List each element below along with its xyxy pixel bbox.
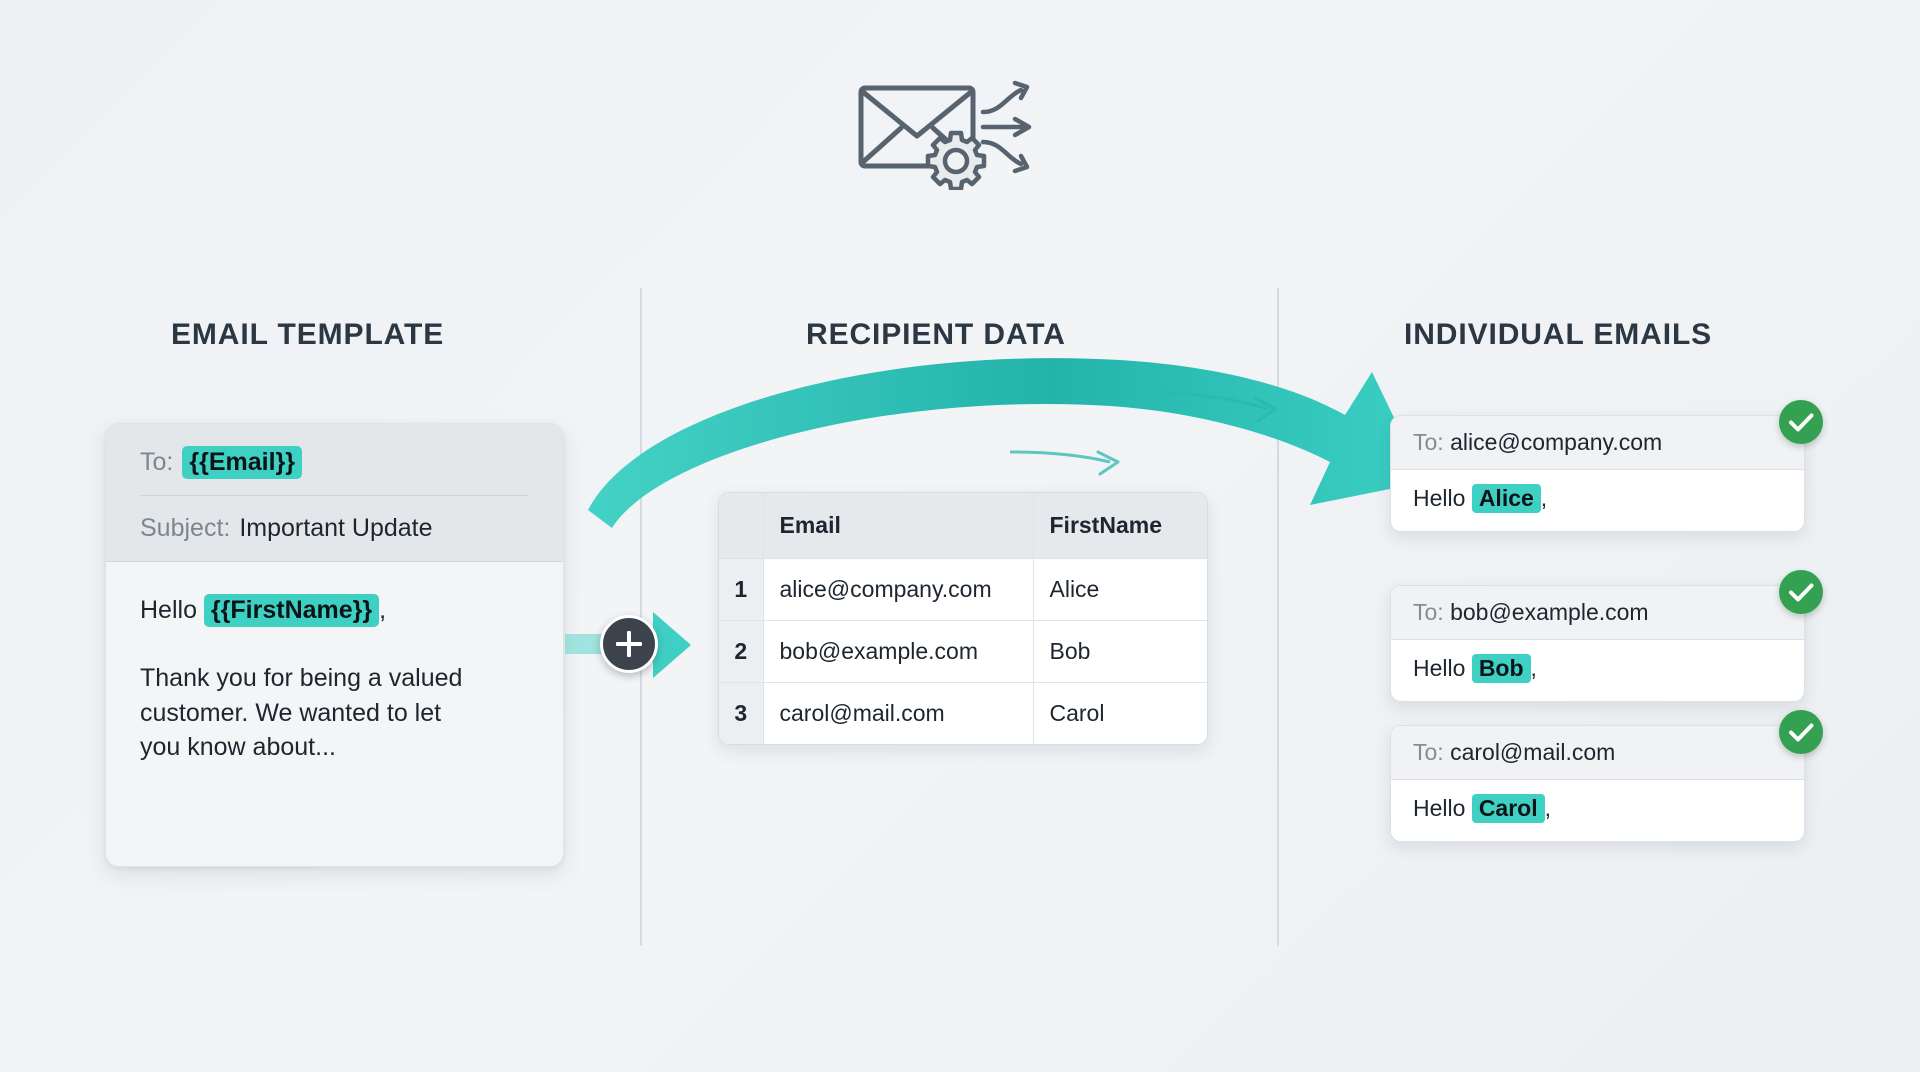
email-card-to-value: carol@mail.com: [1450, 739, 1616, 765]
table-row[interactable]: 3 carol@mail.com Carol: [719, 682, 1207, 744]
email-card-greeting-prefix: Hello: [1413, 655, 1466, 681]
plus-icon[interactable]: [600, 615, 658, 673]
merge-tag-email: {{Email}}: [182, 446, 302, 479]
email-card-greeting-suffix: ,: [1540, 485, 1548, 511]
merge-tag-firstname: {{FirstName}}: [203, 594, 380, 627]
column-divider-right: [1277, 288, 1279, 946]
email-card-body: Hello Bob,: [1391, 640, 1804, 701]
template-paragraph: Thank you for being a valued customer. W…: [140, 664, 463, 761]
email-card-to-value: alice@company.com: [1450, 429, 1663, 455]
email-card-greeting-prefix: Hello: [1413, 795, 1466, 821]
email-card-to-label: To:: [1413, 429, 1444, 455]
column-header-email: Email: [763, 493, 1034, 559]
column-header-rownum: [719, 493, 764, 559]
cell-email: carol@mail.com: [763, 682, 1034, 744]
template-greeting-line: Hello {{FirstName}},: [140, 594, 529, 627]
cell-firstname: Bob: [1033, 620, 1207, 683]
email-card-name: Bob: [1471, 654, 1531, 683]
envelope-gear-distribute-icon: [855, 70, 1065, 192]
cell-firstname: Alice: [1033, 558, 1207, 621]
individual-email-card[interactable]: To: alice@company.com Hello Alice,: [1390, 415, 1805, 532]
page-heading-email-template: EMAIL TEMPLATE: [171, 318, 445, 351]
template-subject-label: Subject:: [140, 514, 231, 542]
template-greeting-prefix: Hello: [140, 596, 197, 624]
template-subject-row: Subject: Important Update: [140, 496, 529, 543]
cell-email: bob@example.com: [763, 620, 1034, 683]
template-to-row: To: {{Email}}: [140, 446, 529, 496]
email-card-greeting-prefix: Hello: [1413, 485, 1466, 511]
email-template-header: To: {{Email}} Subject: Important Update: [106, 424, 563, 562]
template-greeting-suffix: ,: [379, 596, 387, 624]
table-row[interactable]: 2 bob@example.com Bob: [719, 620, 1207, 683]
merge-connector: [565, 600, 705, 690]
cell-firstname: Carol: [1049, 700, 1105, 726]
recipient-data-table[interactable]: Email FirstName 1 alice@company.com Alic…: [718, 492, 1208, 745]
row-number: 2: [719, 620, 764, 683]
email-template-card[interactable]: To: {{Email}} Subject: Important Update …: [105, 423, 564, 867]
email-card-to-value: bob@example.com: [1450, 599, 1649, 625]
template-to-label: To:: [140, 448, 174, 476]
check-circle-icon: [1779, 400, 1823, 444]
row-number: 3: [719, 682, 764, 744]
email-card-to-label: To:: [1413, 599, 1444, 625]
email-card-body: Hello Alice,: [1391, 470, 1804, 531]
column-header-firstname: FirstName: [1033, 493, 1207, 559]
table-header-row: Email FirstName: [719, 493, 1207, 559]
email-card-body: Hello Carol,: [1391, 780, 1804, 841]
email-card-greeting-suffix: ,: [1530, 655, 1537, 681]
cell-email: alice@company.com: [763, 558, 1034, 621]
email-card-greeting-suffix: ,: [1544, 795, 1551, 821]
email-card-to-row: To: alice@company.com: [1391, 416, 1804, 470]
individual-email-card[interactable]: To: carol@mail.com Hello Carol,: [1390, 725, 1805, 842]
email-card-name: Carol: [1471, 794, 1545, 823]
table-row[interactable]: 1 alice@company.com Alice: [719, 558, 1207, 621]
template-subject-value: Important Update: [239, 514, 433, 542]
email-template-body: Hello {{FirstName}}, Thank you for being…: [106, 562, 563, 866]
individual-email-card[interactable]: To: bob@example.com Hello Bob,: [1390, 585, 1805, 702]
email-card-name: Alice: [1471, 484, 1541, 513]
email-card-to-row: To: bob@example.com: [1391, 586, 1804, 640]
email-card-to-row: To: carol@mail.com: [1391, 726, 1804, 780]
page-heading-recipient-data: RECIPIENT DATA: [806, 318, 1066, 351]
page-heading-individual-emails: INDIVIDUAL EMAILS: [1404, 318, 1713, 351]
check-circle-icon: [1779, 570, 1823, 614]
email-card-to-label: To:: [1413, 739, 1444, 765]
row-number: 1: [719, 558, 764, 621]
check-circle-icon: [1779, 710, 1823, 754]
